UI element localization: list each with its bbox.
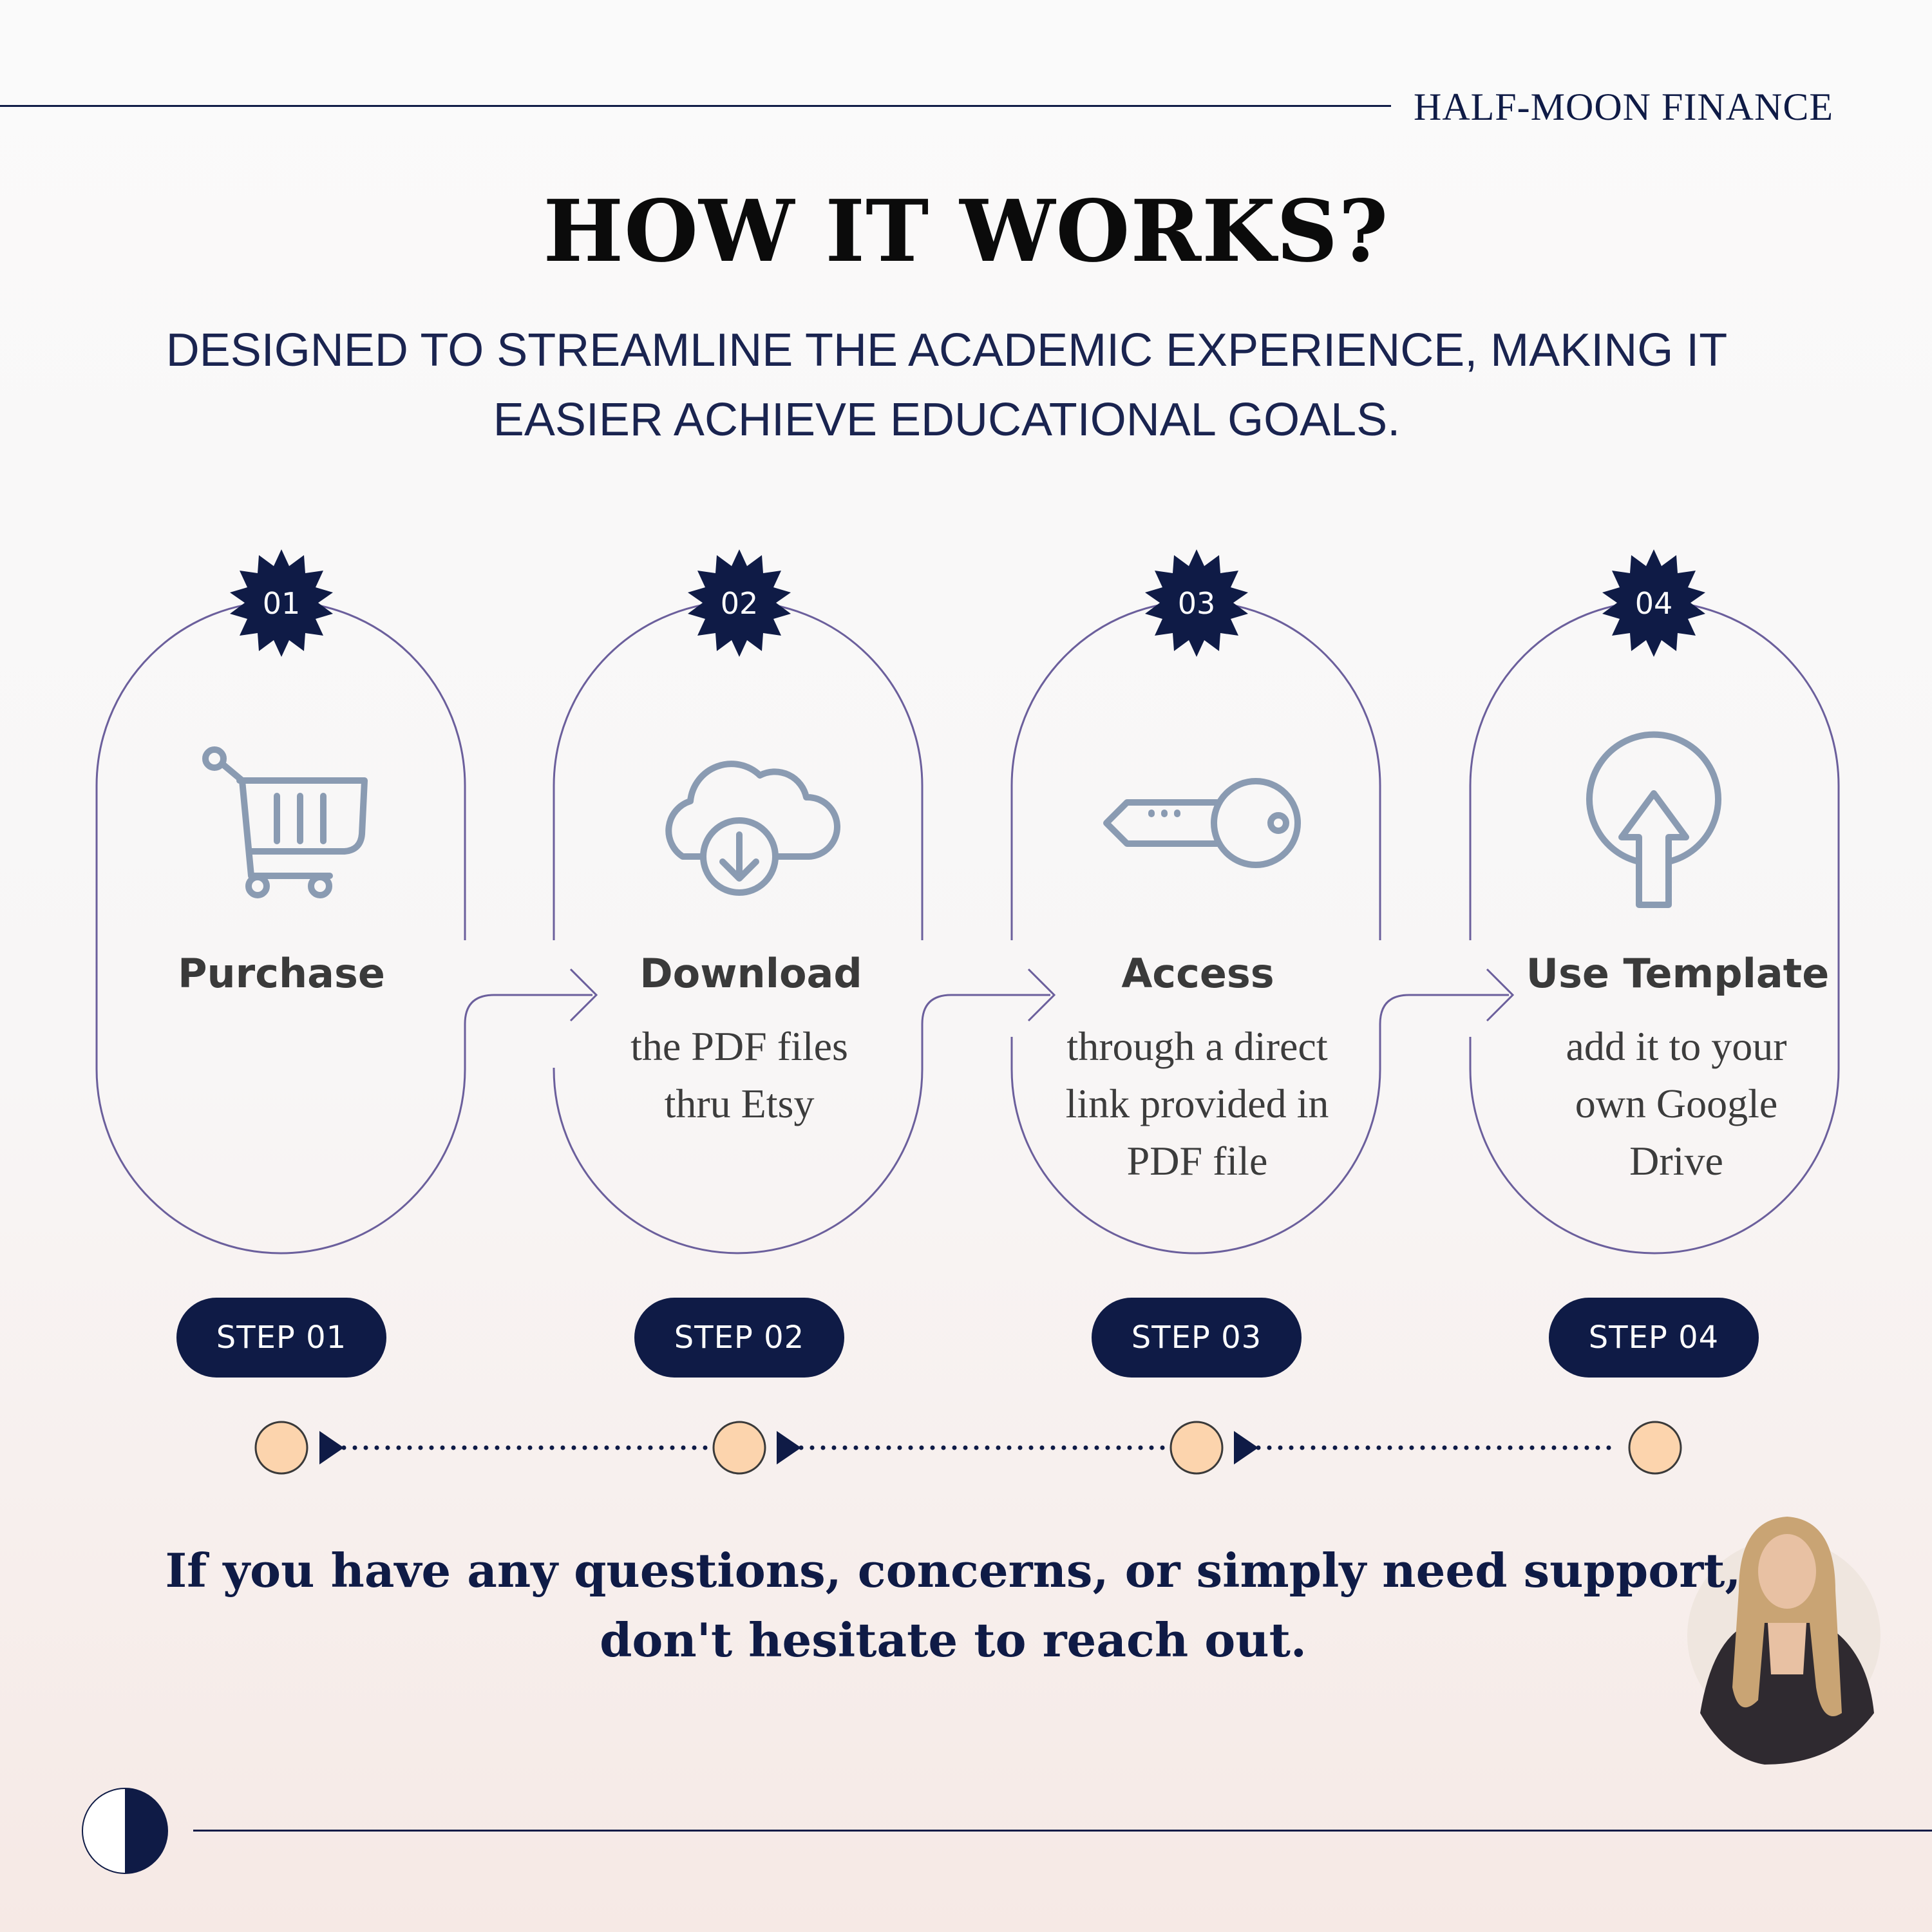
step-2-desc-line-2: thru Etsy <box>664 1081 815 1126</box>
page-title: HOW IT WORKS? <box>543 182 1389 281</box>
step-3-description: through a direct link provided in PDF fi… <box>1023 1018 1371 1189</box>
connector-3-arrowhead <box>1486 968 1515 1022</box>
step-4-title: Use Template <box>1526 950 1830 997</box>
step-4-desc-line-2: own Google <box>1575 1081 1778 1126</box>
half-moon-logo-icon <box>82 1788 168 1874</box>
step-3-badge-number: 03 <box>1177 586 1216 621</box>
step-2-pill: STEP 02 <box>634 1298 844 1378</box>
step-4-badge-icon <box>1602 549 1705 657</box>
timeline-dot-2 <box>712 1421 766 1475</box>
connector-2-arrowhead <box>1027 968 1056 1022</box>
step-4-desc-line-3: Drive <box>1629 1138 1723 1184</box>
timeline-dot-3 <box>1170 1421 1224 1475</box>
page-subtitle: DESIGNED TO STREAMLINE THE ACADEMIC EXPE… <box>155 316 1739 455</box>
step-2-title: Download <box>639 950 862 997</box>
key-icon <box>1103 778 1301 868</box>
connector-1-arrowhead <box>569 968 598 1022</box>
step-4-desc-line-1: add it to your <box>1566 1023 1787 1069</box>
step-3-title: Access <box>1121 950 1274 997</box>
step-3-desc-line-1: through a direct <box>1066 1023 1328 1069</box>
step-1-title: Purchase <box>178 950 385 997</box>
step-1-pill: STEP 01 <box>176 1298 386 1378</box>
step-1-outline <box>95 600 466 1255</box>
timeline-dot-1 <box>254 1421 308 1475</box>
profile-photo-avatar <box>1687 1517 1880 1765</box>
brand-name: HALF-MOON FINANCE <box>1414 86 1834 128</box>
step-1-badge-icon <box>230 549 333 657</box>
header-rule <box>0 105 1391 107</box>
step-4-outline <box>1469 600 1840 1255</box>
subtitle-line-2: EASIER ACHIEVE EDUCATIONAL GOALS. <box>493 394 1401 446</box>
step-2-badge-icon <box>688 549 791 657</box>
timeline-arrow-3-icon <box>1234 1431 1258 1464</box>
footer-rule <box>193 1830 1932 1832</box>
step-1-badge-number: 01 <box>262 586 301 621</box>
cloud-download-icon <box>665 761 840 896</box>
timeline-arrow-2-icon <box>777 1431 801 1464</box>
support-message-line-2: don't hesitate to reach out. <box>600 1613 1307 1667</box>
step-2-description: the PDF files thru Etsy <box>565 1018 913 1132</box>
step-2-badge-number: 02 <box>720 586 759 621</box>
step-4-description: add it to your own Google Drive <box>1502 1018 1850 1189</box>
step-3-desc-line-2: link provided in <box>1065 1081 1329 1126</box>
step-3-badge-icon <box>1145 549 1248 657</box>
connector-1 <box>464 994 592 1037</box>
support-message: If you have any questions, concerns, or … <box>129 1536 1777 1675</box>
step-3-desc-line-3: PDF file <box>1126 1138 1268 1184</box>
step-4-badge-number: 04 <box>1634 586 1673 621</box>
shopping-cart-icon <box>202 746 368 898</box>
timeline-arrow-1-icon <box>319 1431 344 1464</box>
subtitle-line-1: DESIGNED TO STREAMLINE THE ACADEMIC EXPE… <box>166 325 1728 376</box>
connector-2 <box>921 994 1050 1037</box>
support-message-line-1: If you have any questions, concerns, or … <box>165 1543 1741 1598</box>
step-3-pill: STEP 03 <box>1092 1298 1302 1378</box>
connector-3 <box>1379 994 1509 1037</box>
timeline-dot-4 <box>1628 1421 1682 1475</box>
upload-arrow-icon <box>1586 731 1721 908</box>
timeline <box>254 1421 1682 1475</box>
step-2-desc-line-1: the PDF files <box>630 1023 848 1069</box>
step-2-outline <box>553 600 923 1255</box>
step-4-pill: STEP 04 <box>1549 1298 1759 1378</box>
